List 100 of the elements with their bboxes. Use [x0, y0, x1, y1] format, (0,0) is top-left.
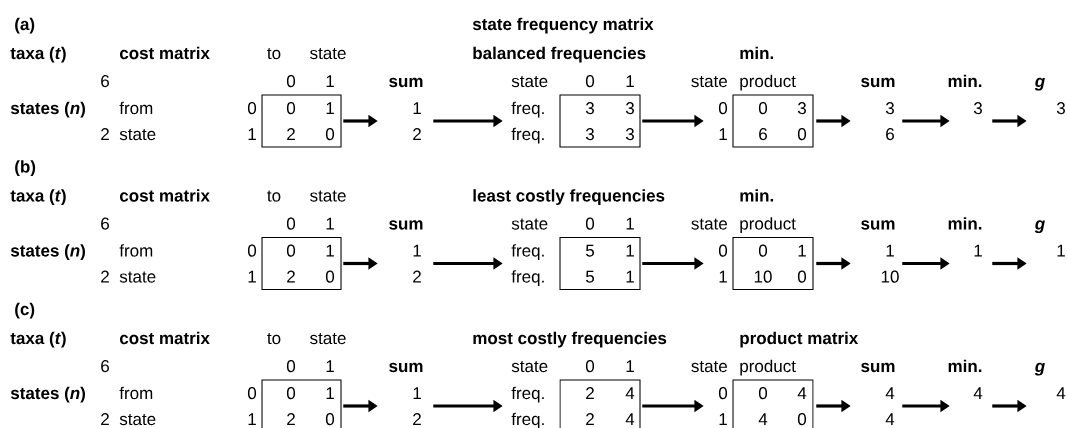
g-value: 4	[1056, 387, 1066, 399]
node-label: 1	[326, 360, 334, 372]
value-column: 1 2	[413, 244, 421, 283]
node-label: 1	[248, 413, 256, 425]
min-value: 4	[973, 387, 983, 399]
row-heading: states (n)	[10, 101, 85, 118]
matrix-box: 3 3 3 3 0 1	[559, 75, 641, 148]
row-label: freq.	[511, 244, 544, 261]
node-label: 0	[718, 244, 728, 257]
value: 6	[101, 360, 109, 373]
panel-label: (a)	[15, 17, 35, 34]
axis-label: to	[267, 48, 281, 60]
axis-label: state	[119, 414, 156, 426]
matrix-title: balanced frequencies	[473, 46, 646, 63]
node-label: 0	[585, 75, 595, 88]
row-heading: taxa (t)	[10, 331, 66, 348]
axis-label: state	[310, 190, 346, 202]
matrix-title: cost matrix	[119, 46, 210, 60]
axis-label: state	[119, 271, 156, 283]
node-label: 0	[247, 244, 257, 257]
column-heading: sum	[389, 362, 423, 373]
node-label: product	[740, 74, 796, 91]
column-heading: g	[1034, 362, 1045, 376]
axis-label: state	[119, 129, 156, 141]
matrix-title: min.	[740, 189, 774, 202]
matrix-box: 0 1 2 0 0 1 0 1	[247, 75, 342, 148]
value: 2	[101, 270, 109, 283]
node-label: 1	[719, 413, 727, 425]
matrix-title: least costly frequencies	[473, 189, 665, 206]
column-heading: sum	[861, 77, 895, 88]
min-value: 3	[973, 102, 982, 115]
node-label: 1	[626, 360, 634, 372]
matrix-title: cost matrix	[119, 189, 210, 202]
matrix-title: most costly frequencies	[473, 331, 667, 348]
row-label: freq.	[511, 127, 544, 144]
node-label: 0	[585, 360, 595, 373]
g-value: 1	[1057, 244, 1065, 257]
column-heading: sum	[389, 220, 423, 230]
matrix-box: 5 1 5 1 0 1	[559, 217, 641, 291]
value-column: 4 4	[885, 387, 895, 425]
axis-label: to	[267, 333, 281, 345]
column-heading: g	[1034, 77, 1045, 91]
panel-label: (b)	[15, 160, 36, 177]
row-label: freq.	[511, 101, 544, 118]
node-label: 1	[626, 75, 634, 87]
axis-label: from	[119, 101, 153, 115]
axis-label: from	[119, 386, 153, 400]
value-column: 1 2	[413, 102, 421, 140]
column-heading: g	[1034, 220, 1045, 234]
row-heading: states (n)	[10, 244, 85, 261]
column-heading: sum	[389, 77, 423, 88]
value-column: 1 2	[413, 387, 421, 425]
column-heading: sum	[861, 362, 895, 373]
matrix-title: product matrix	[740, 331, 859, 348]
row-label: freq.	[511, 386, 544, 403]
g-value: 3	[1056, 102, 1065, 115]
value: 2	[101, 413, 109, 425]
node-label: 0	[286, 75, 296, 88]
node-label: 0	[718, 102, 728, 115]
axis-label: state	[511, 76, 548, 88]
node-label: 0	[247, 387, 257, 400]
axis-label: state	[511, 218, 548, 230]
node-label: 0	[585, 217, 595, 230]
column-heading: min.	[948, 74, 982, 87]
value-column: 1 10	[881, 244, 899, 283]
matrix-box: 0 1 2 0 0 1 0 1	[247, 360, 342, 428]
axis-label: state	[511, 361, 548, 373]
matrix-title: state frequency matrix	[472, 17, 654, 34]
value: 6	[101, 75, 109, 88]
row-label: freq.	[511, 412, 544, 428]
value-column: 3 6	[885, 102, 894, 141]
row-label: freq.	[511, 270, 544, 287]
node-label: 1	[248, 128, 256, 140]
axis-label: state	[691, 361, 727, 373]
matrix-title: min.	[740, 46, 774, 59]
row-heading: taxa (t)	[10, 46, 66, 63]
column-heading: min.	[948, 359, 982, 372]
min-value: 1	[974, 244, 982, 257]
node-label: 1	[719, 270, 727, 283]
matrix-box: 2 4 2 4 0 1	[559, 360, 641, 428]
column-heading: min.	[948, 217, 982, 230]
node-label: 1	[719, 128, 727, 140]
node-label: 0	[286, 360, 296, 373]
matrix-title: cost matrix	[119, 331, 210, 345]
row-heading: taxa (t)	[10, 189, 66, 206]
node-label: 0	[286, 217, 296, 230]
node-label: 0	[718, 387, 728, 400]
axis-label: to	[267, 190, 281, 202]
node-label: 1	[626, 217, 634, 230]
axis-label: from	[119, 244, 153, 257]
axis-label: state	[310, 48, 346, 60]
node-label: product	[740, 217, 796, 234]
node-label: 0	[247, 102, 257, 115]
axis-label: state	[691, 218, 727, 230]
node-label: 1	[248, 270, 256, 283]
axis-label: state	[691, 76, 727, 88]
panel-label: (c)	[15, 302, 35, 319]
node-label: 1	[326, 217, 334, 230]
value: 2	[101, 128, 109, 140]
column-heading: sum	[861, 220, 895, 230]
